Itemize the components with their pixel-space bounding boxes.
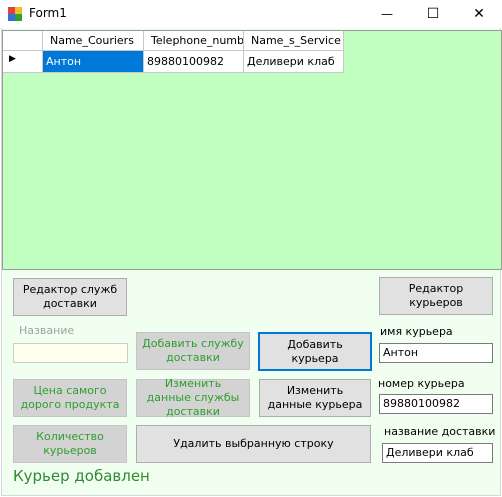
delete-row-button[interactable]: Удалить выбранную строку	[136, 425, 371, 463]
column-header-telephone[interactable]: Telephone_number	[144, 31, 244, 51]
table-cell-courier-name[interactable]: Антон	[43, 51, 144, 73]
courier-phone-input[interactable]: 89880100982	[379, 394, 493, 414]
form-body: Name_Couriers Telephone_number Name_s_Se…	[1, 28, 502, 496]
courier-name-label: имя курьера	[380, 325, 453, 338]
column-header-name-couriers[interactable]: Name_Couriers	[43, 31, 144, 51]
service-editor-button[interactable]: Редактор служб доставки	[13, 278, 127, 316]
grid-corner-header[interactable]	[3, 31, 43, 51]
status-message: Курьер добавлен	[13, 467, 150, 485]
delivery-name-input[interactable]: Деливери клаб	[382, 443, 493, 463]
title-bar[interactable]: Form1 — ☐ ✕	[0, 0, 502, 28]
table-cell-service[interactable]: Деливери клаб	[244, 51, 344, 73]
courier-editor-button[interactable]: Редактор курьеров	[379, 277, 493, 315]
minimize-icon: —	[381, 7, 393, 21]
row-header[interactable]: ▶	[3, 51, 43, 73]
name-input[interactable]	[13, 343, 128, 363]
column-header-service[interactable]: Name_s_Service	[244, 31, 344, 51]
courier-phone-label: номер курьера	[378, 377, 465, 390]
app-icon	[8, 7, 22, 21]
add-service-button[interactable]: Добавить службу доставки	[136, 332, 250, 370]
edit-service-button[interactable]: Изменить данные службы доставки	[136, 377, 250, 418]
courier-name-input[interactable]: Антон	[379, 343, 493, 363]
data-grid[interactable]: Name_Couriers Telephone_number Name_s_Se…	[2, 30, 502, 270]
maximize-icon: ☐	[426, 6, 440, 22]
delivery-name-label: название доставки	[384, 425, 496, 438]
current-row-arrow-icon: ▶	[9, 54, 16, 64]
minimize-button[interactable]: —	[364, 0, 410, 28]
close-button[interactable]: ✕	[456, 0, 502, 28]
window-title: Form1	[29, 6, 67, 20]
add-courier-button[interactable]: Добавить курьера	[258, 332, 372, 371]
courier-count-button[interactable]: Количество курьеров	[13, 425, 127, 463]
maximize-button[interactable]: ☐	[410, 0, 456, 28]
close-icon: ✕	[473, 6, 485, 22]
edit-courier-button[interactable]: Изменить данные курьера	[259, 379, 371, 417]
max-price-button[interactable]: Цена самого дорого продукта	[13, 379, 127, 417]
name-label: Название	[19, 324, 75, 337]
table-cell-telephone[interactable]: 89880100982	[144, 51, 244, 73]
